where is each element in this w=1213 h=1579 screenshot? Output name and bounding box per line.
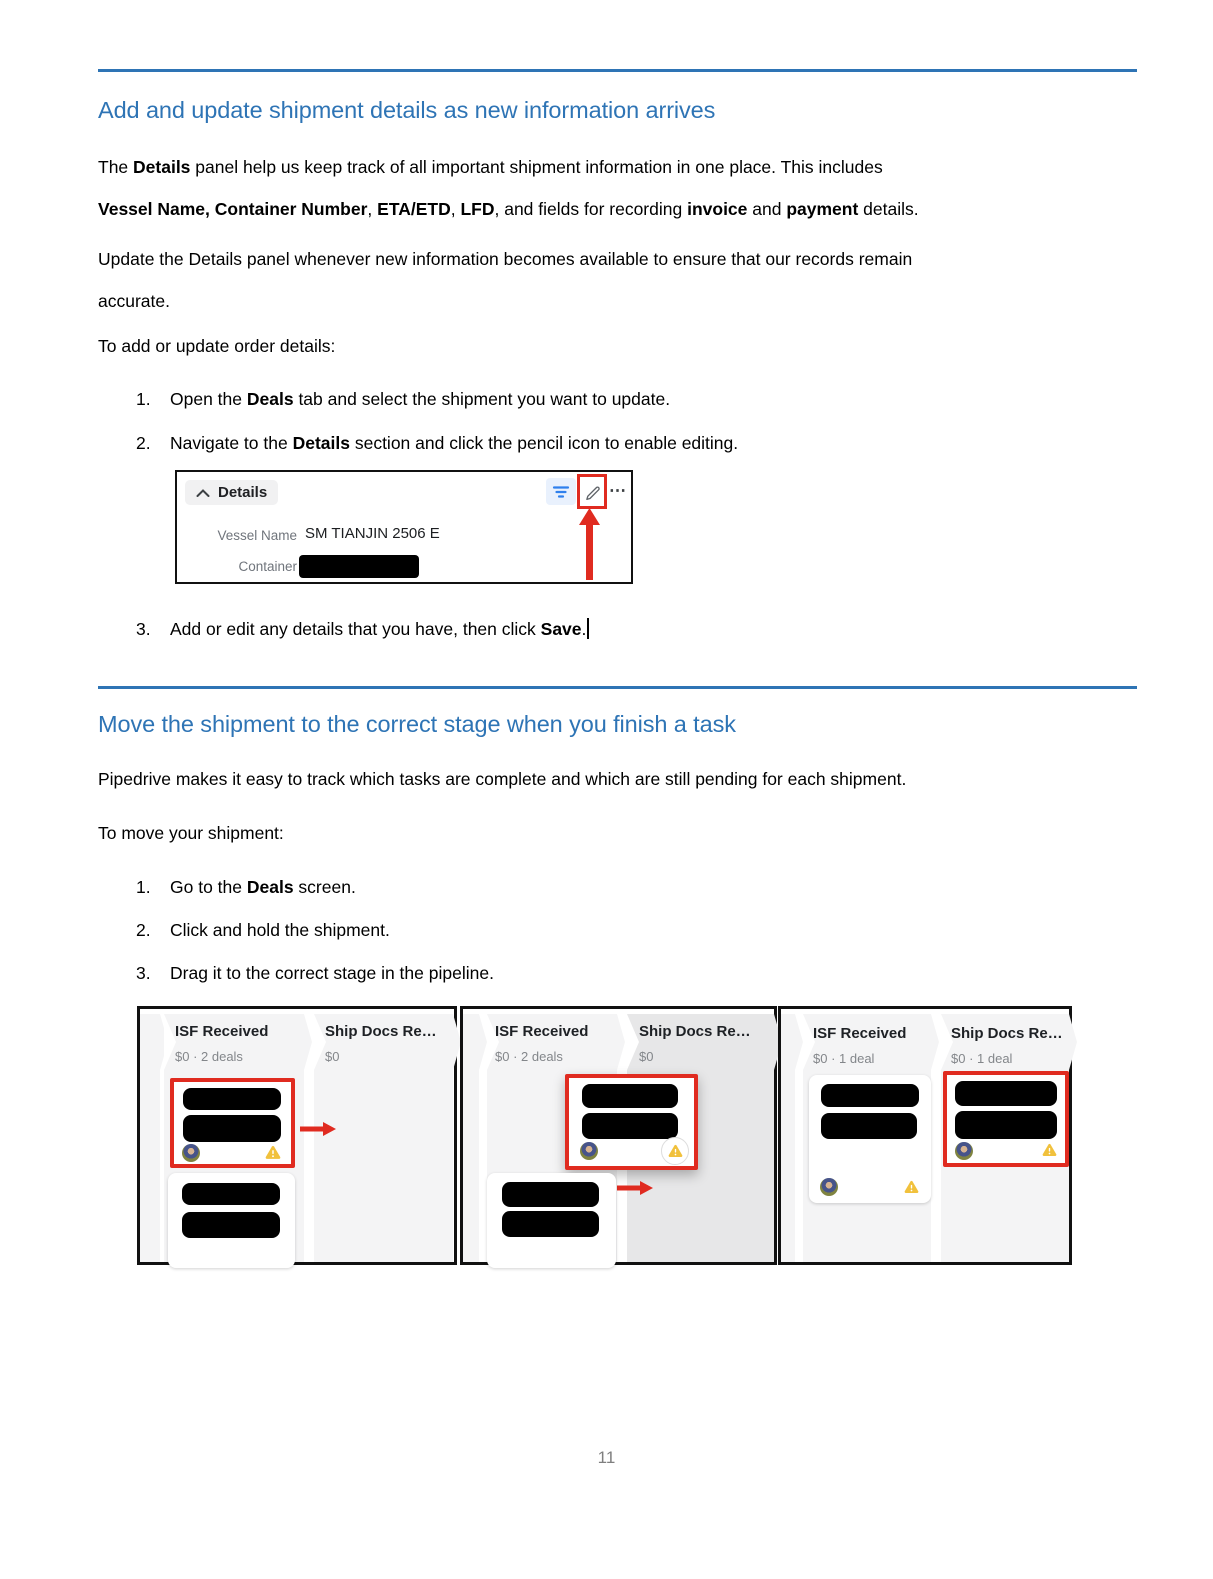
chevron-up-icon [196,488,210,497]
text-cursor [587,618,589,639]
redacted-text [582,1084,678,1108]
redacted-text [182,1212,280,1238]
avatar [580,1142,598,1160]
list-number: 1. [136,877,151,897]
column-title: ISF Received [813,1025,907,1042]
list-number: 3. [136,963,151,983]
list-item: 1. Open the Deals tab and select the ship… [136,378,670,420]
warning-icon [668,1144,683,1158]
column-subtitle: $0 · 1 deal [951,1051,1013,1066]
redacted-text [502,1211,599,1237]
deal-card[interactable] [809,1075,931,1203]
redacted-text [955,1111,1057,1139]
filter-button[interactable] [546,478,576,505]
pipeline-column-partial [781,1014,795,1262]
warning-icon [904,1180,919,1194]
warning-icon [1042,1143,1057,1157]
details-collapse-header[interactable]: Details [185,480,279,505]
column-title: Ship Docs Re… [325,1023,437,1040]
edit-button-highlighted[interactable] [577,474,607,509]
field-label: Vessel Name [217,528,297,543]
list-item: 3. Drag it to the correct stage in the pi… [136,952,494,994]
deal-card[interactable] [487,1173,616,1268]
pipeline-column-partial [463,1014,479,1262]
list-text: Click and hold the shipment. [170,920,390,940]
paragraph: The Details panel help us keep track of … [98,146,919,230]
redacted-text [821,1084,919,1107]
arrow-right-annotation-icon [617,1180,653,1196]
list-number: 1. [136,389,151,409]
list-text: Navigate to the Details section and clic… [170,433,739,453]
arrow-right-annotation-icon [300,1121,336,1137]
column-subtitle: $0 · 1 deal [813,1051,875,1066]
pipeline-column-ship-docs: Ship Docs Re… $0 [314,1014,453,1262]
arrow-up-annotation-icon [579,508,600,585]
paragraph: To add or update order details: [98,325,335,367]
column-subtitle: $0 [639,1049,654,1064]
field-label: Container [238,559,297,574]
paragraph-line: Pipedrive makes it easy to track which t… [98,769,907,789]
paragraph: Update the Details panel whenever new in… [98,238,912,322]
section-divider [98,686,1137,689]
list-item: 1. Go to the Deals screen. [136,866,356,908]
redacted-text [502,1182,599,1207]
paragraph-line: To move your shipment: [98,823,284,843]
list-number: 3. [136,619,151,639]
column-title: ISF Received [495,1023,589,1040]
list-item: 3. Add or edit any details that you have,… [136,608,589,650]
list-item: 2. Navigate to the Details section and cl… [136,422,738,464]
deal-card-highlighted[interactable] [943,1071,1069,1167]
redacted-text [182,1183,280,1205]
paragraph: Pipedrive makes it easy to track which t… [98,758,906,800]
paragraph-line: To add or update order details: [98,336,336,356]
filter-icon [552,485,570,499]
deal-card-highlighted[interactable] [170,1078,295,1168]
paragraph: To move your shipment: [98,812,284,854]
column-title: Ship Docs Re… [951,1025,1063,1042]
pipeline-screenshots-row: ISF Received $0 · 2 deals Ship Docs Re… … [137,1006,1074,1268]
section2-heading: Move the shipment to the correct stage w… [98,711,736,737]
warning-icon [265,1145,281,1160]
list-text: Open the Deals tab and select the shipme… [170,389,671,409]
list-number: 2. [136,433,151,453]
redacted-value [299,555,419,578]
pipeline-screenshot-1: ISF Received $0 · 2 deals Ship Docs Re… … [137,1006,457,1268]
list-item: 2. Click and hold the shipment. [136,909,390,951]
details-panel-screenshot: Details ⋯ Vessel Name SM TIANJIN 2506 E … [175,470,633,584]
pipeline-column-partial [140,1014,160,1262]
more-options-button[interactable]: ⋯ [609,481,626,500]
column-title: ISF Received [175,1023,269,1040]
deal-card[interactable] [168,1173,295,1268]
avatar [182,1144,200,1162]
avatar [820,1178,838,1196]
paragraph-line: The Details panel help us keep track of … [98,157,883,177]
redacted-text [955,1081,1057,1106]
pipeline-screenshot-3: ISF Received $0 · 1 deal Ship Docs Re… $… [778,1006,1072,1265]
redacted-text [183,1115,281,1142]
paragraph-line: Vessel Name, Container Number, ETA/ETD, … [98,199,919,219]
section-divider [98,69,1137,72]
list-number: 2. [136,920,151,940]
paragraph-line: Update the Details panel whenever new in… [98,249,913,269]
field-value: SM TIANJIN 2506 E [305,525,440,542]
pencil-icon [584,483,601,500]
column-subtitle: $0 [325,1049,340,1064]
page-number: 11 [597,1448,616,1467]
column-subtitle: $0 · 2 deals [175,1049,243,1064]
column-title: Ship Docs Re… [639,1023,751,1040]
redacted-text [821,1113,917,1139]
list-text: Drag it to the correct stage in the pipe… [170,963,494,983]
list-text: Go to the Deals screen. [170,877,356,897]
details-panel-title: Details [218,484,268,501]
deal-card-dragged[interactable] [565,1074,698,1170]
section1-heading: Add and update shipment details as new i… [98,97,716,123]
pipeline-screenshot-2: ISF Received $0 · 2 deals Ship Docs Re… … [460,1006,777,1268]
avatar [955,1142,973,1160]
redacted-text [183,1088,281,1110]
paragraph-line: accurate. [98,291,170,311]
column-subtitle: $0 · 2 deals [495,1049,563,1064]
warning-badge [661,1137,689,1165]
list-text: Add or edit any details that you have, t… [170,619,587,639]
redacted-text [582,1113,678,1139]
